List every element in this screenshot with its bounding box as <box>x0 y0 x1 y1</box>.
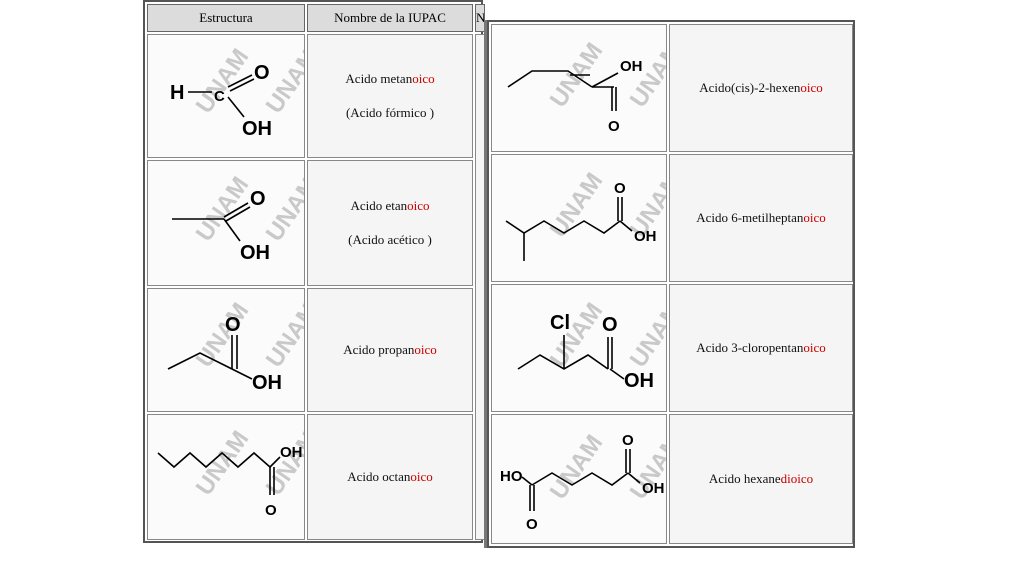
svg-text:O: O <box>250 188 266 210</box>
svg-text:OH: OH <box>240 242 270 264</box>
svg-text:O: O <box>602 314 618 336</box>
iupac-name: Acido(cis)-2-hexenoico <box>699 80 823 95</box>
name-cell-octanoic: Acido octanoico <box>307 414 473 540</box>
hexanedioic-acid-structure: HO O O OH <box>500 432 665 533</box>
formic-acid-structure: H C O OH <box>170 62 272 140</box>
header-name-label: Nombre de la IUPAC <box>334 10 446 25</box>
iupac-name: Acido etanoico <box>350 198 430 213</box>
name-cell-hexenoic: Acido(cis)-2-hexenoico <box>669 24 853 152</box>
svg-text:OH: OH <box>634 228 657 245</box>
iupac-name: Acido 3-cloropentanoico <box>696 340 826 355</box>
propanoic-acid-structure: O OH <box>167 314 282 394</box>
header-structure-label: Estructura <box>199 10 253 25</box>
iupac-name: Acido hexanedioico <box>708 471 814 486</box>
svg-text:O: O <box>608 118 620 135</box>
iupac-name: Acido propanoico <box>343 342 437 357</box>
name-cell-chloropentanoic: Acido 3-cloropentanoico <box>669 284 853 412</box>
svg-text:C: C <box>214 88 225 105</box>
svg-text:O: O <box>225 314 241 336</box>
header-iupac-name: Nombre de la IUPAC <box>307 4 473 32</box>
svg-text:O: O <box>265 502 277 519</box>
hexenoic-acid-structure: OH O <box>507 58 643 135</box>
header-cut-label: N <box>476 10 485 25</box>
svg-text:O: O <box>614 180 626 197</box>
svg-text:OH: OH <box>242 118 272 140</box>
name-cell-propanoic: Acido propanoico <box>307 288 473 412</box>
svg-text:O: O <box>526 516 538 533</box>
common-name: (Acido fórmico ) <box>345 105 435 120</box>
iupac-name: Acido metanoico <box>345 71 435 86</box>
iupac-name: Acido octanoico <box>347 469 433 484</box>
svg-text:HO: HO <box>500 468 523 485</box>
svg-text:O: O <box>254 62 270 84</box>
name-cell-acetic: Acido etanoico (Acido acético ) <box>307 160 473 286</box>
common-name: (Acido acético ) <box>348 232 432 247</box>
octanoic-acid-structure: OH O <box>157 444 303 519</box>
svg-text:O: O <box>622 432 634 449</box>
methylheptanoic-acid-structure: O OH <box>505 180 657 261</box>
cut-column <box>475 34 485 540</box>
svg-text:OH: OH <box>642 480 665 497</box>
name-cell-hexanedioic: Acido hexanedioico <box>669 414 853 544</box>
svg-text:OH: OH <box>620 58 643 75</box>
svg-text:H: H <box>170 82 184 104</box>
header-cut: N <box>475 4 485 32</box>
svg-text:Cl: Cl <box>550 312 570 334</box>
svg-text:OH: OH <box>624 370 654 392</box>
header-structure: Estructura <box>147 4 305 32</box>
name-cell-methylheptanoic: Acido 6-metilheptanoico <box>669 154 853 282</box>
acetic-acid-structure: O OH <box>172 188 270 264</box>
chloropentanoic-acid-structure: Cl O OH <box>517 312 654 392</box>
svg-text:OH: OH <box>252 372 282 394</box>
iupac-name: Acido 6-metilheptanoico <box>696 210 826 225</box>
name-cell-formic: Acido metanoico (Acido fórmico ) <box>307 34 473 158</box>
svg-text:OH: OH <box>280 444 303 461</box>
